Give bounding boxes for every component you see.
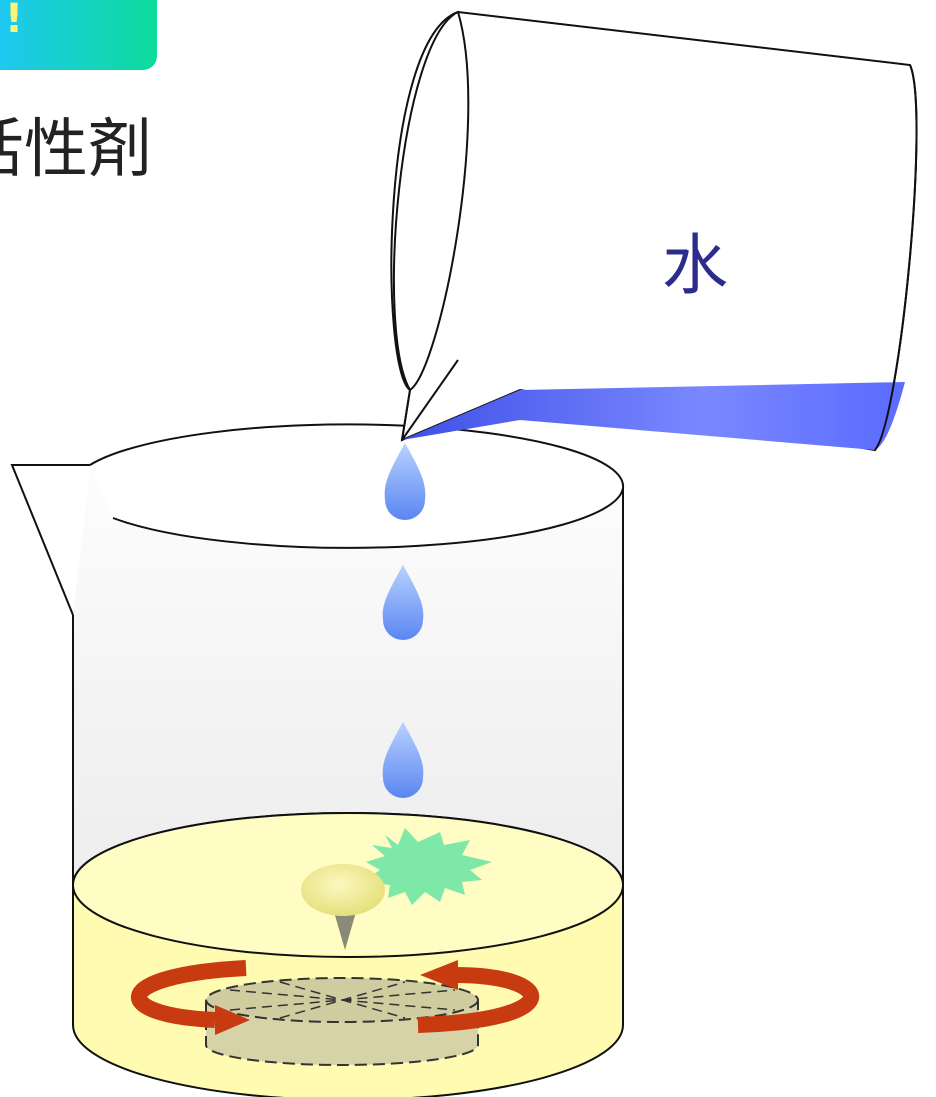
droplet-3 [382,722,424,798]
pitcher-water-label: 水 [662,227,728,304]
rotation-arrow-right [417,967,539,1033]
foam-star-shape [362,828,492,905]
badge-exclamation: ! [4,0,24,42]
beaker-spout [10,464,90,616]
droplet-1 [384,443,426,520]
heading-text: 活性剤 [0,113,152,187]
pitcher-spout [401,359,459,441]
pouring-pitcher: 水 [390,10,918,452]
foam-blob [301,864,385,950]
receiving-beaker [10,419,625,1097]
header-badge: ! [0,0,157,70]
water-in-pitcher [402,382,905,450]
droplet-2 [382,565,424,640]
beaker-rim [89,423,625,549]
droplets [382,443,426,798]
pitcher-back-edge [874,64,918,451]
rotation-arrows [131,960,539,1035]
sample-disc [205,977,479,1066]
rotation-arrow-left [131,960,247,1028]
